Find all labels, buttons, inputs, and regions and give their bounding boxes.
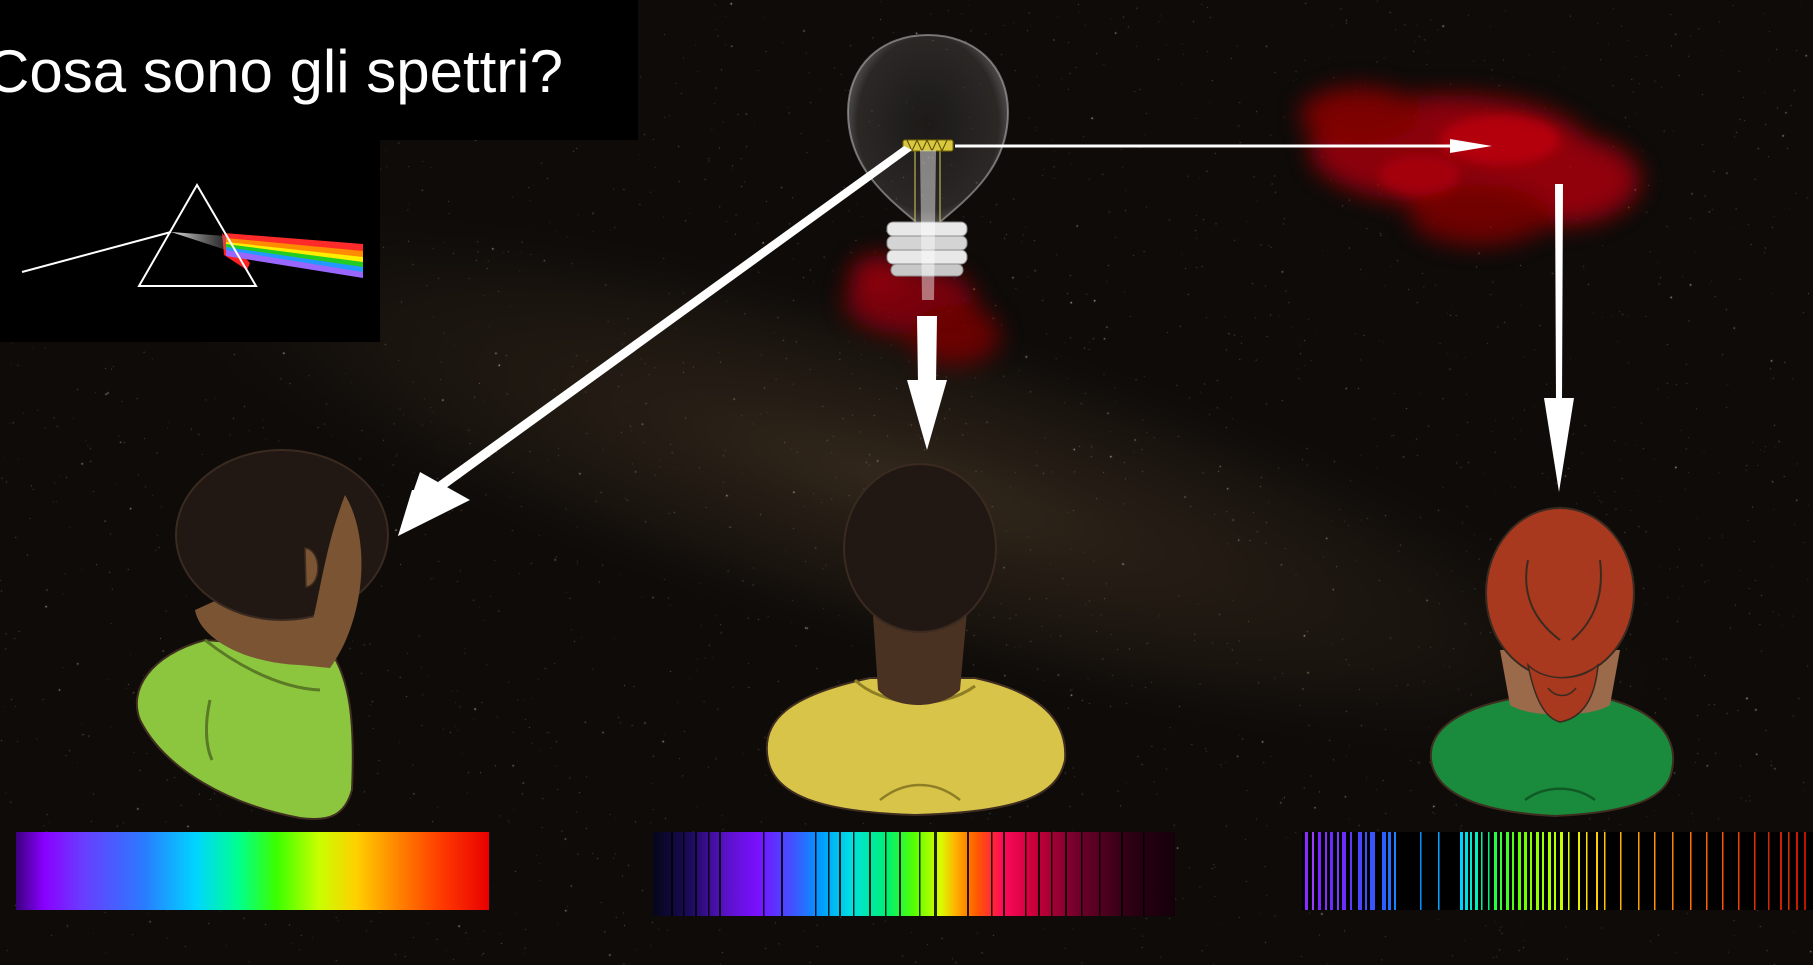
slide-title: Cosa sono gli spettri? xyxy=(0,38,563,105)
observer-left xyxy=(135,449,389,820)
continuous-spectrum xyxy=(16,832,489,910)
arrow-cloud-to-right-observer xyxy=(1544,184,1574,492)
arrow-to-gas-cloud xyxy=(955,139,1492,153)
prism-diagram xyxy=(0,140,380,342)
arrow-bulb-to-left-observer xyxy=(398,146,912,536)
absorption-lines xyxy=(671,832,1145,916)
arrow-bulb-to-center-observer xyxy=(907,316,947,450)
observer-right xyxy=(1429,507,1675,818)
gas-cloud-icon xyxy=(1300,87,1640,245)
emission-lines xyxy=(1305,832,1806,910)
absorption-spectrum xyxy=(653,832,1175,916)
faint-ray-bulb-down xyxy=(920,150,936,300)
light-bulb-icon xyxy=(846,33,1010,277)
title-box: Cosa sono gli spettri? xyxy=(0,0,638,140)
emission-spectrum xyxy=(1302,832,1813,910)
observer-center xyxy=(765,463,1067,817)
prism-dispersion-icon xyxy=(21,183,363,287)
